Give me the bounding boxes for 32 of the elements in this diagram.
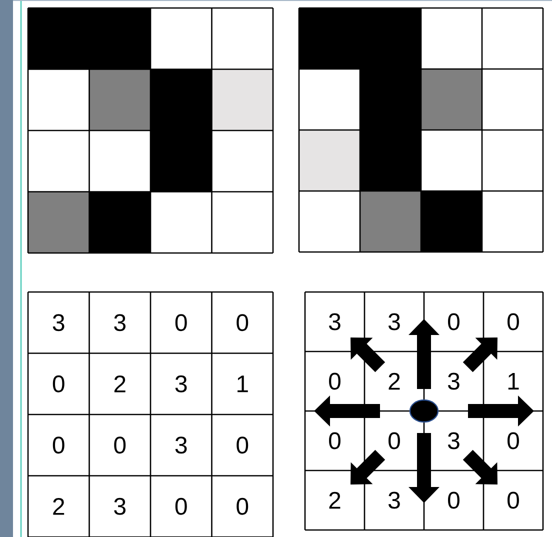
table-cell: 0 <box>175 498 187 515</box>
table-cell: 3 <box>175 375 187 392</box>
table-cell: 1 <box>508 372 519 390</box>
table-cell: 0 <box>236 314 248 332</box>
table-cell: 0 <box>175 314 187 332</box>
table-cell: 0 <box>448 492 460 509</box>
table-cell: 3 <box>388 313 400 330</box>
table-cell: 3 <box>114 314 126 332</box>
table-cell: 2 <box>329 492 340 509</box>
table-cell: 0 <box>329 432 340 450</box>
table-cell: 2 <box>53 498 64 515</box>
table-cell: 0 <box>52 436 64 454</box>
table-cell: 0 <box>508 432 519 450</box>
table-cell: 3 <box>388 492 400 509</box>
table-cell: 3 <box>329 313 340 330</box>
table-cell: 0 <box>114 436 126 454</box>
table-cell: 2 <box>388 372 400 390</box>
table-cell: 0 <box>236 436 248 454</box>
table-cell: 3 <box>114 498 126 515</box>
table-cell: 0 <box>508 492 519 509</box>
table-cell: 3 <box>52 314 64 332</box>
table-cell: 0 <box>448 313 460 330</box>
table-cell: 3 <box>175 436 187 454</box>
table-cell: 0 <box>52 375 64 392</box>
table-cell: 3 <box>448 432 460 450</box>
table-cell: 0 <box>388 432 400 450</box>
table-cell: 2 <box>114 376 126 392</box>
table-cell: 3 <box>448 372 460 390</box>
table-cell: 1 <box>238 376 248 392</box>
table-cell: 0 <box>508 313 519 330</box>
table-cell: 0 <box>236 498 248 515</box>
table-cell: 0 <box>329 372 340 390</box>
